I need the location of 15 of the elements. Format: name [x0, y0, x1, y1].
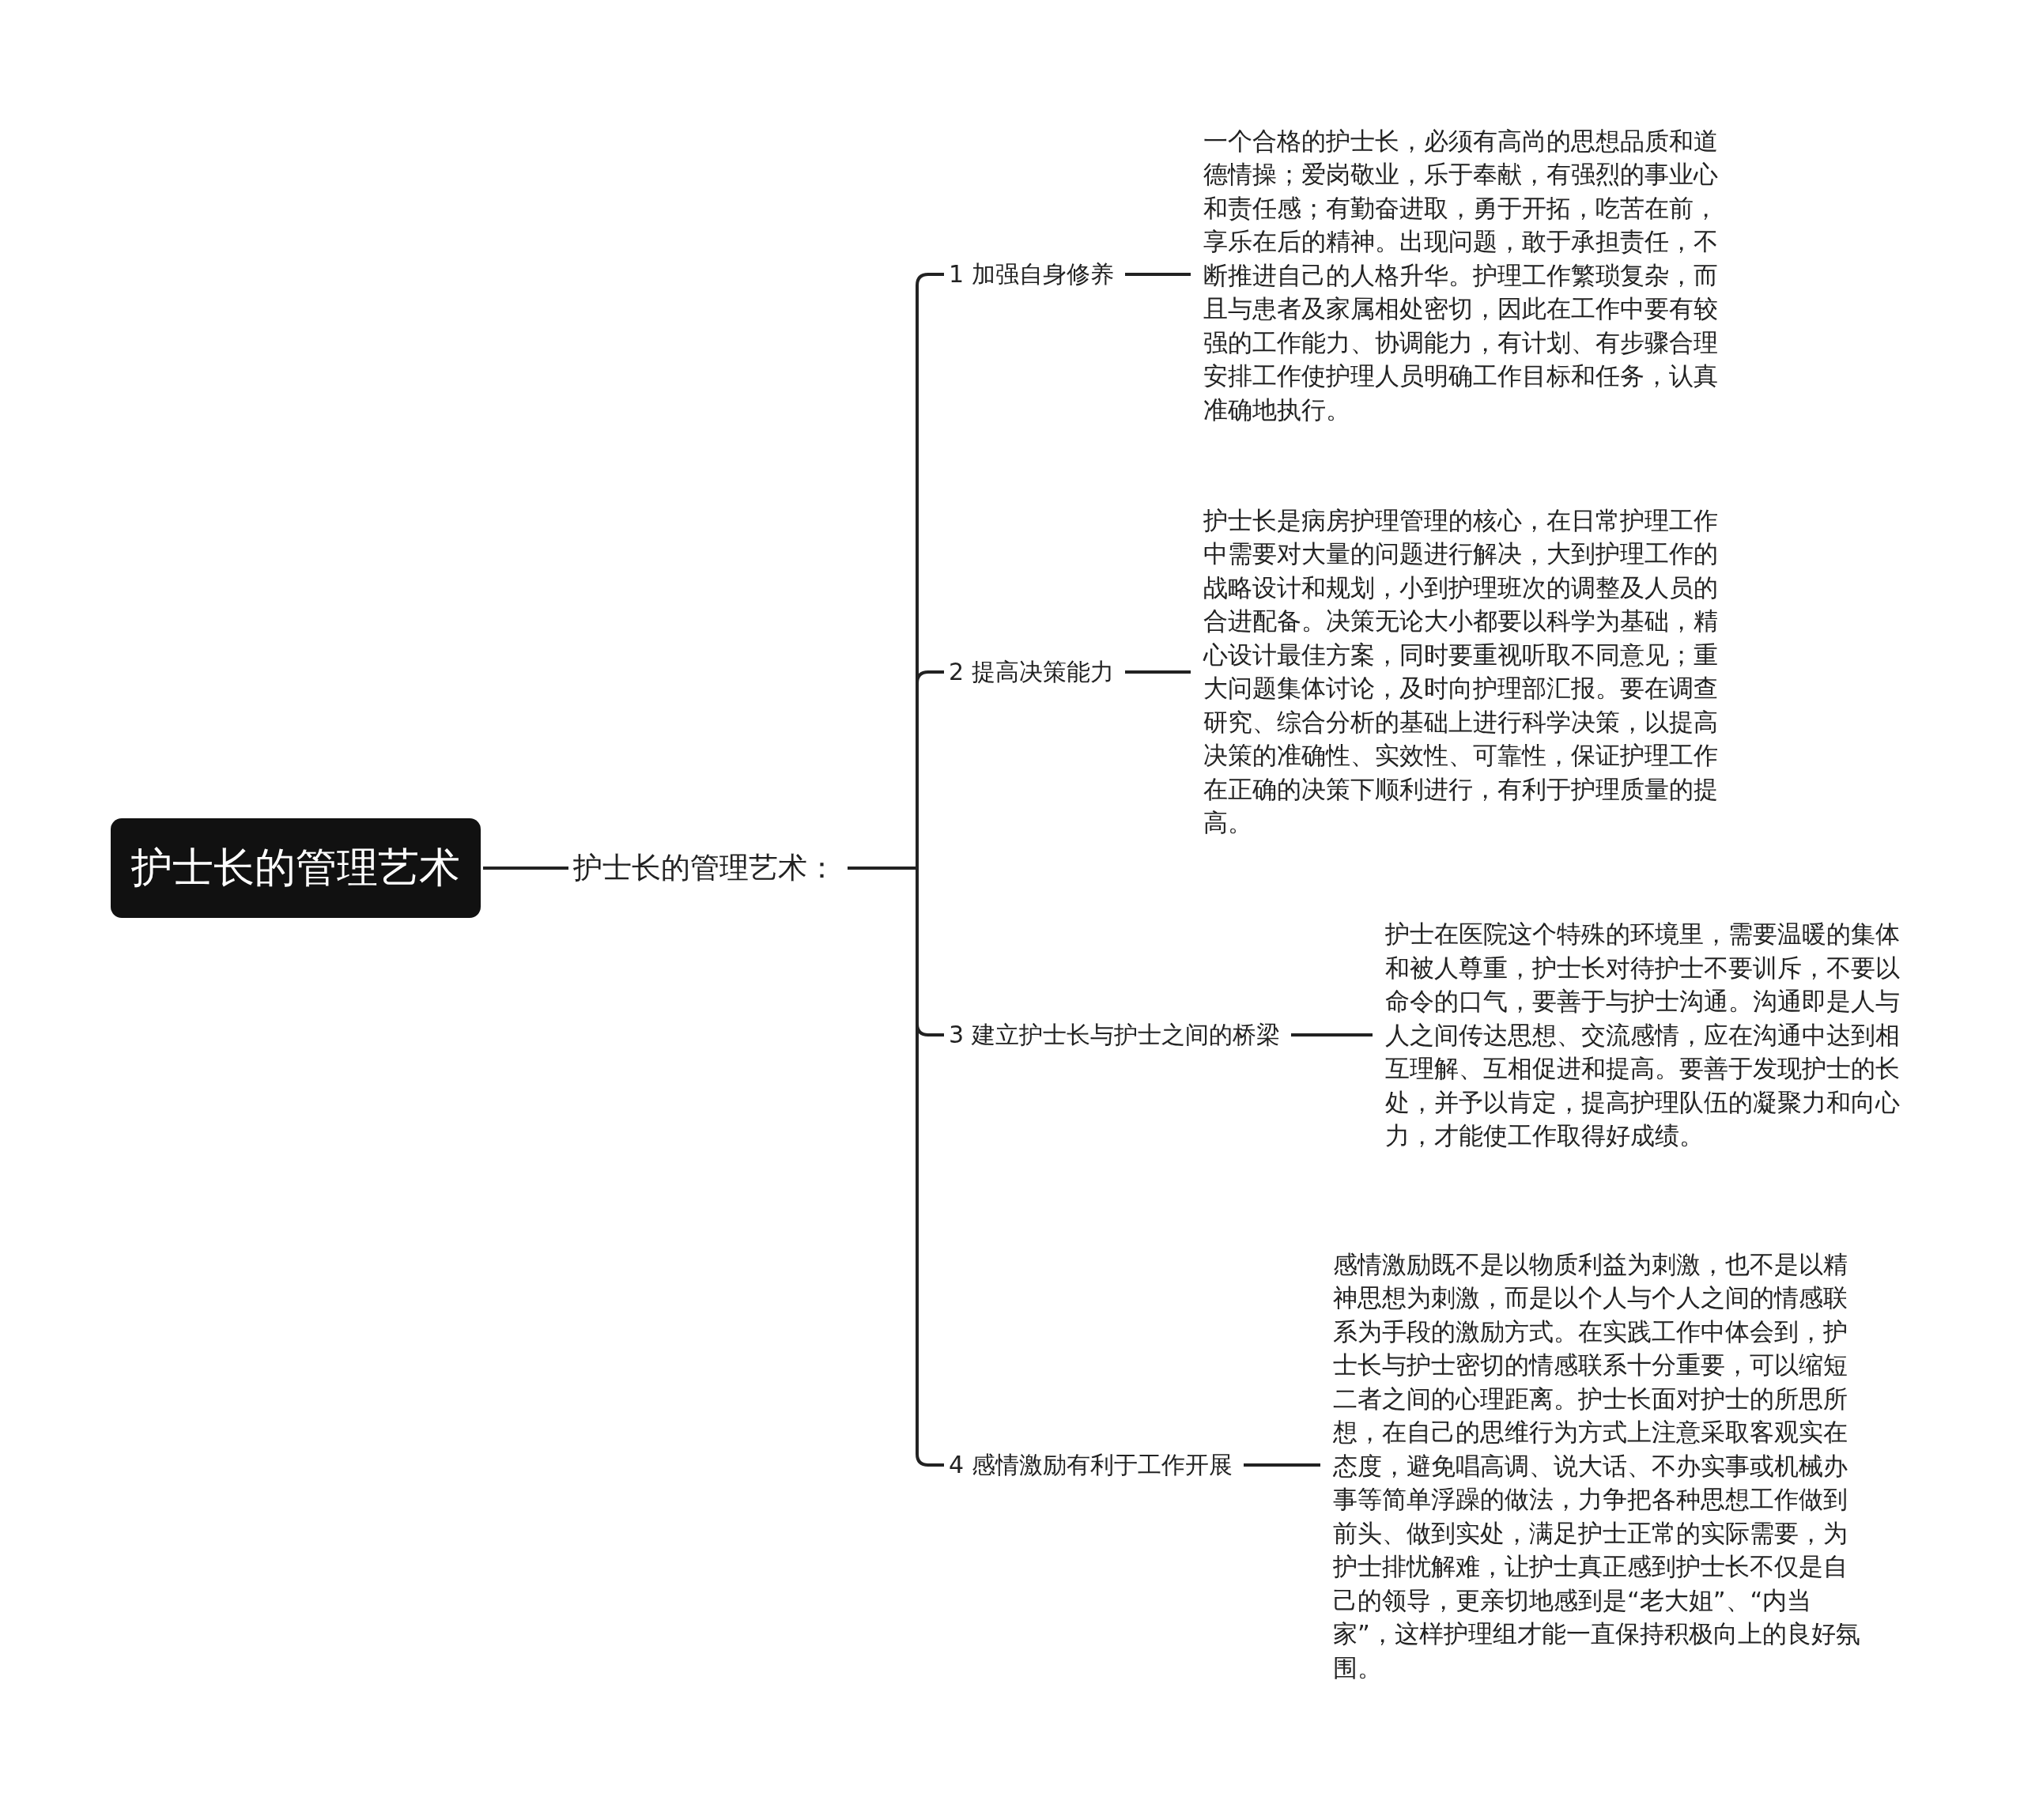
detail-text: 护士长是病房护理管理的核心，在日常护理工作中需要对大量的问题进行解决，大到护理工作的战略设计和规划，小到护理班次的调整及人员的合进配备。决策无论大小都要以科学为基础，精心设计最佳方案，同时要重视听取不同意见；重大问题集体讨论，及时向护理部汇报。要在调查研究、综合分析的基础上进行科学决策，以提高决策的准确性、实效性、可靠性，保证护理工作在正确的决策下顺利进行，有利于护理质量的提高。 [1203, 505, 1719, 838]
node-label: 2 提高决策能力 [949, 656, 1114, 687]
connector-line [1291, 1033, 1373, 1036]
connector-line [1244, 1463, 1320, 1467]
detail-text: 一个合格的护士长，必须有高尚的思想品质和道德情操；爱岗敬业，乐于奉献，有强烈的事业心和责任感；有勤奋进取，勇于开拓，吃苦在前，享乐在后的精神。出现问题，敢于承担责任，不断推进自己的人格升华。护理工作繁琐复杂，而且与患者及家属相处密切，因此在工作中要有较强的工作能力、协调能力，有计划、有步骤合理安排工作使护理人员明确工作目标和任务，认真准确地执行。 [1203, 126, 1719, 425]
node-label: 3 建立护士长与护士之间的桥梁 [949, 1019, 1280, 1050]
connector-line [483, 867, 568, 870]
node-label: 4 感情激励有利于工作开展 [949, 1449, 1233, 1480]
detail-text: 感情激励既不是以物质利益为刺激，也不是以精神思想为刺激，而是以个人与个人之间的情感联系为手段的激励方式。在实践工作中体会到，护士长与护士密切的情感联系十分重要，可以缩短二者之间的心理距离。护士长面对护士的所思所想，在自己的思维行为方式上注意采取客观实在态度，避免唱高调、说大话、不办实事或机械办事等简单浮躁的做法，力争把各种思想工作做到前头、做到实处，满足护士正常的实际需要，为护士排忧解难，让护士真正感到护士长不仅是自己的领导，更亲切地感到是“老大姐”、“内当家”，这样护理组才能一直保持积极向上的良好氛围。 [1333, 1249, 1861, 1683]
connector-line [1125, 273, 1191, 276]
node-label: 1 加强自身修养 [949, 259, 1114, 289]
connector-line [1125, 670, 1191, 674]
detail-text: 护士在医院这个特殊的环境里，需要温暖的集体和被人尊重，护士长对待护士不要训斥，不要以命令的口气，要善于与护士沟通。沟通即是人与人之间传达思想、交流感情，应在沟通中达到相互理解、互相促进和提高。要善于发现护士的长处，并予以肯定，提高护理队伍的凝聚力和向心力，才能使工作取得好成绩。 [1385, 919, 1901, 1151]
root-topic-box: 护士长的管理艺术 [111, 818, 481, 918]
node-label: 护士长的管理艺术： [573, 850, 836, 886]
